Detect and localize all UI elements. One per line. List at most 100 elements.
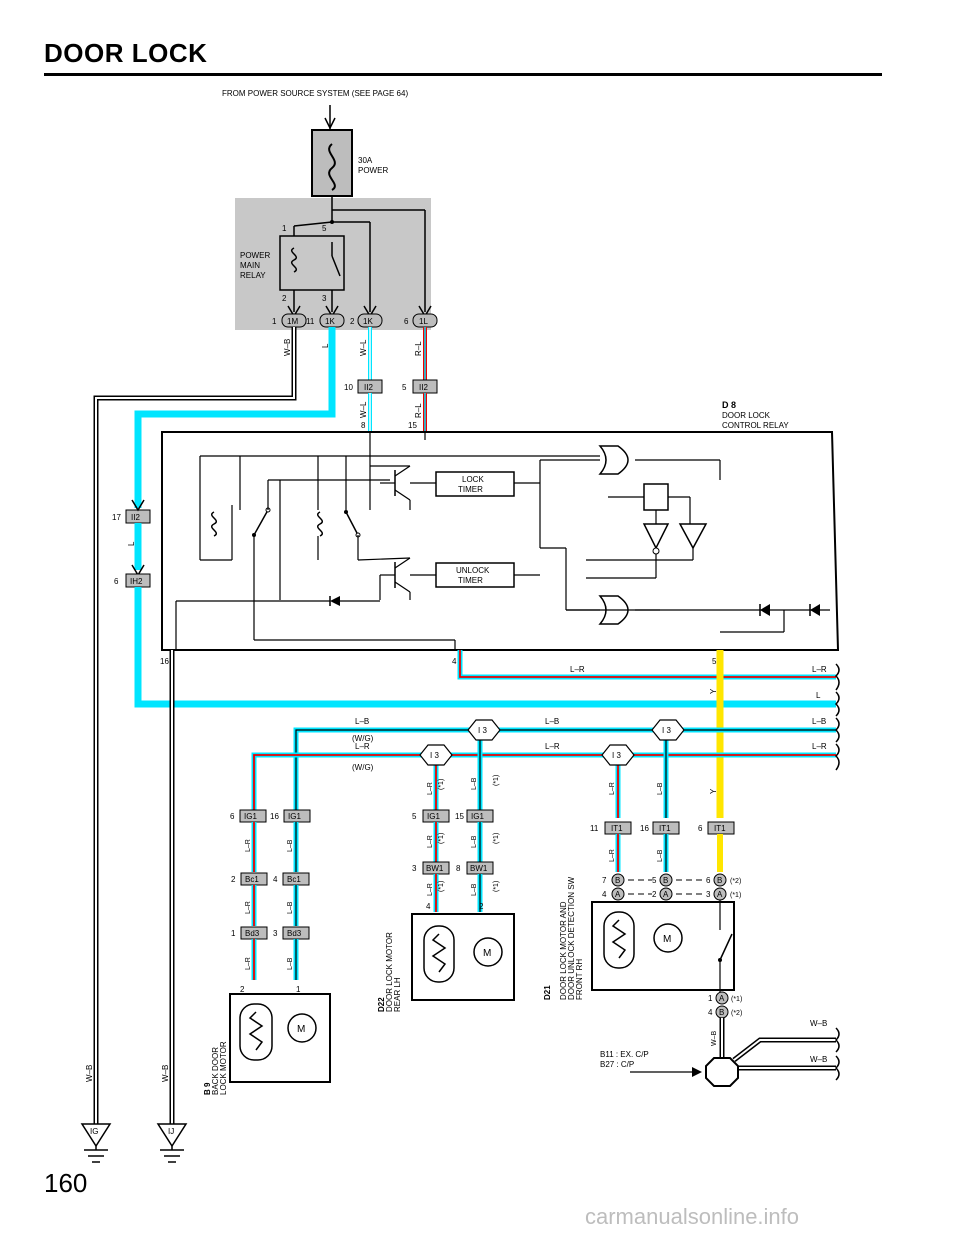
d21-pin-7: 7 (602, 876, 607, 885)
note-star1-h: (*1) (731, 996, 742, 1003)
b9-name-2: LOCK MOTOR (219, 1041, 228, 1095)
unlock-timer-box (435, 562, 515, 588)
wire-y-label-2: Y (709, 788, 718, 794)
wire-lr-i3: L–R (427, 782, 434, 795)
connector-IG1-b-pin: 16 (270, 812, 279, 821)
d21-conn-A-4: A (719, 994, 725, 1003)
d21-conn-B-2: B (663, 876, 668, 885)
b9-pin-1: 1 (296, 985, 301, 994)
wire-rl-mid: R–L (414, 403, 423, 418)
connector-1K-a-pin: 11 (306, 317, 315, 326)
connector-BW1-a-label: BW1 (426, 864, 444, 873)
wire-l-bus-label: L (816, 691, 821, 700)
wire-lb-d21: L–B (657, 849, 664, 862)
connector-Bc1-b-pin: 4 (273, 875, 278, 884)
junction-i3-b (419, 744, 453, 766)
wire-lb-i3: L–B (471, 777, 478, 790)
note-star1-g: (*1) (730, 892, 741, 899)
wire-wg-label-1: (W/G) (352, 734, 374, 743)
or-gate-lock (598, 445, 629, 475)
page-number: 160 (44, 1168, 88, 1198)
title-rule (44, 73, 882, 76)
junction-i3-d-label: I 3 (612, 751, 621, 760)
connector-IT1-a-label: IT1 (611, 824, 623, 833)
ground-ig-marker (80, 1123, 112, 1148)
fuse-icon (328, 143, 336, 191)
relay-pin-5: 5 (322, 224, 327, 233)
wire-lb-label-2: L–B (545, 717, 559, 726)
lock-timer-label-2: TIMER (458, 485, 483, 494)
wire-lr-d22-b: L–R (427, 883, 434, 896)
connector-1K-a-label: 1K (325, 317, 335, 326)
d21-pin-2: 2 (652, 890, 657, 899)
pin-8: 8 (361, 421, 366, 430)
note-star1-a: (*1) (438, 779, 445, 790)
wire-l-top: L (321, 343, 330, 348)
connector-IT1-c-pin: 6 (698, 824, 703, 833)
connector-II2-left-label: II2 (131, 513, 140, 522)
connector-IG1-c-pin: 5 (412, 812, 417, 821)
buffer-b (678, 523, 708, 550)
ground-arrow-icon (692, 1067, 702, 1077)
connector-Bc1-b-label: Bc1 (287, 875, 301, 884)
b9-name-1: BACK DOOR (211, 1047, 220, 1095)
relay-unit-name-1: DOOR LOCK (722, 411, 771, 420)
main-relay-box (279, 235, 345, 291)
d21-line-2: DOOR UNLOCK DETECTION SW (567, 876, 576, 1000)
note-star2-b: (*2) (731, 1010, 742, 1017)
wire-lr-label-1: L–R (570, 665, 585, 674)
diode-a-icon (760, 604, 770, 616)
switch-lock-icon (253, 509, 269, 536)
d21-line-3: FRONT RH (575, 959, 584, 1000)
connector-Bc1-a-pin: 2 (231, 875, 236, 884)
d21-conn-B-1: B (615, 876, 620, 885)
note-star2-a: (*2) (730, 878, 741, 885)
relay-unit-code: D 8 (722, 400, 736, 410)
connector-1K-b-pin: 2 (350, 317, 355, 326)
d21-switch-icon (719, 933, 733, 961)
diode-b-icon (810, 604, 820, 616)
d21-pin-4: 4 (602, 890, 607, 899)
wire-wl-top: W–L (359, 339, 368, 356)
relay-block (235, 198, 431, 330)
wire-lb-b9-c: L–B (287, 957, 294, 970)
connector-IT1-a-pin: 11 (590, 824, 599, 833)
note-star1-b: (*1) (493, 775, 500, 786)
wire-l-left: L (127, 541, 136, 546)
wire-lb-d22-a: L–B (471, 835, 478, 848)
connector-IH2-pin: 6 (114, 577, 119, 586)
wire-lr-label-3: L–R (355, 742, 370, 751)
ground-ij-label: IJ (168, 1127, 174, 1136)
ground-junction-b11 (705, 1057, 739, 1087)
junction-i3-a (467, 719, 501, 741)
wire-lr-bus (251, 752, 836, 818)
connector-IG1-a-label: IG1 (244, 812, 257, 821)
wire-lb-b9-a: L–B (287, 839, 294, 852)
control-relay-box (161, 431, 840, 651)
d21-pin-5: 5 (652, 876, 657, 885)
wire-wb-d21: W–B (711, 1031, 718, 1047)
d22-code: D22 (377, 997, 386, 1012)
d21-pin-1: 1 (708, 994, 713, 1003)
junction-i3-a-label: I 3 (478, 726, 487, 735)
wire-lr-label-2: L–R (812, 665, 827, 674)
b9-pin-2: 2 (240, 985, 245, 994)
unlock-timer-label-2: TIMER (458, 576, 483, 585)
d21-conn-B-4: B (719, 1008, 724, 1017)
wire-wb-right-1: W–B (810, 1019, 827, 1028)
wire-wb-right-2: W–B (810, 1055, 827, 1064)
junction-i3-c (651, 719, 685, 741)
power-feed-arrow (324, 117, 336, 130)
relay-pin-5-label: 5 (712, 657, 717, 666)
d21-line-1: DOOR LOCK MOTOR AND (559, 901, 568, 1000)
d21-motor-icon (653, 923, 683, 953)
relay-pin-2: 2 (282, 294, 287, 303)
diode-c-icon (330, 596, 340, 606)
wire-lb-d22-b: L–B (471, 883, 478, 896)
d22-name-2: REAR LH (393, 977, 402, 1012)
junction-i3-d (601, 744, 635, 766)
connector-II2-b-label: II2 (419, 383, 428, 392)
relay-pin-16: 16 (160, 657, 169, 666)
d22-name-1: DOOR LOCK MOTOR (385, 932, 394, 1012)
wire-lb-bus (293, 727, 836, 818)
